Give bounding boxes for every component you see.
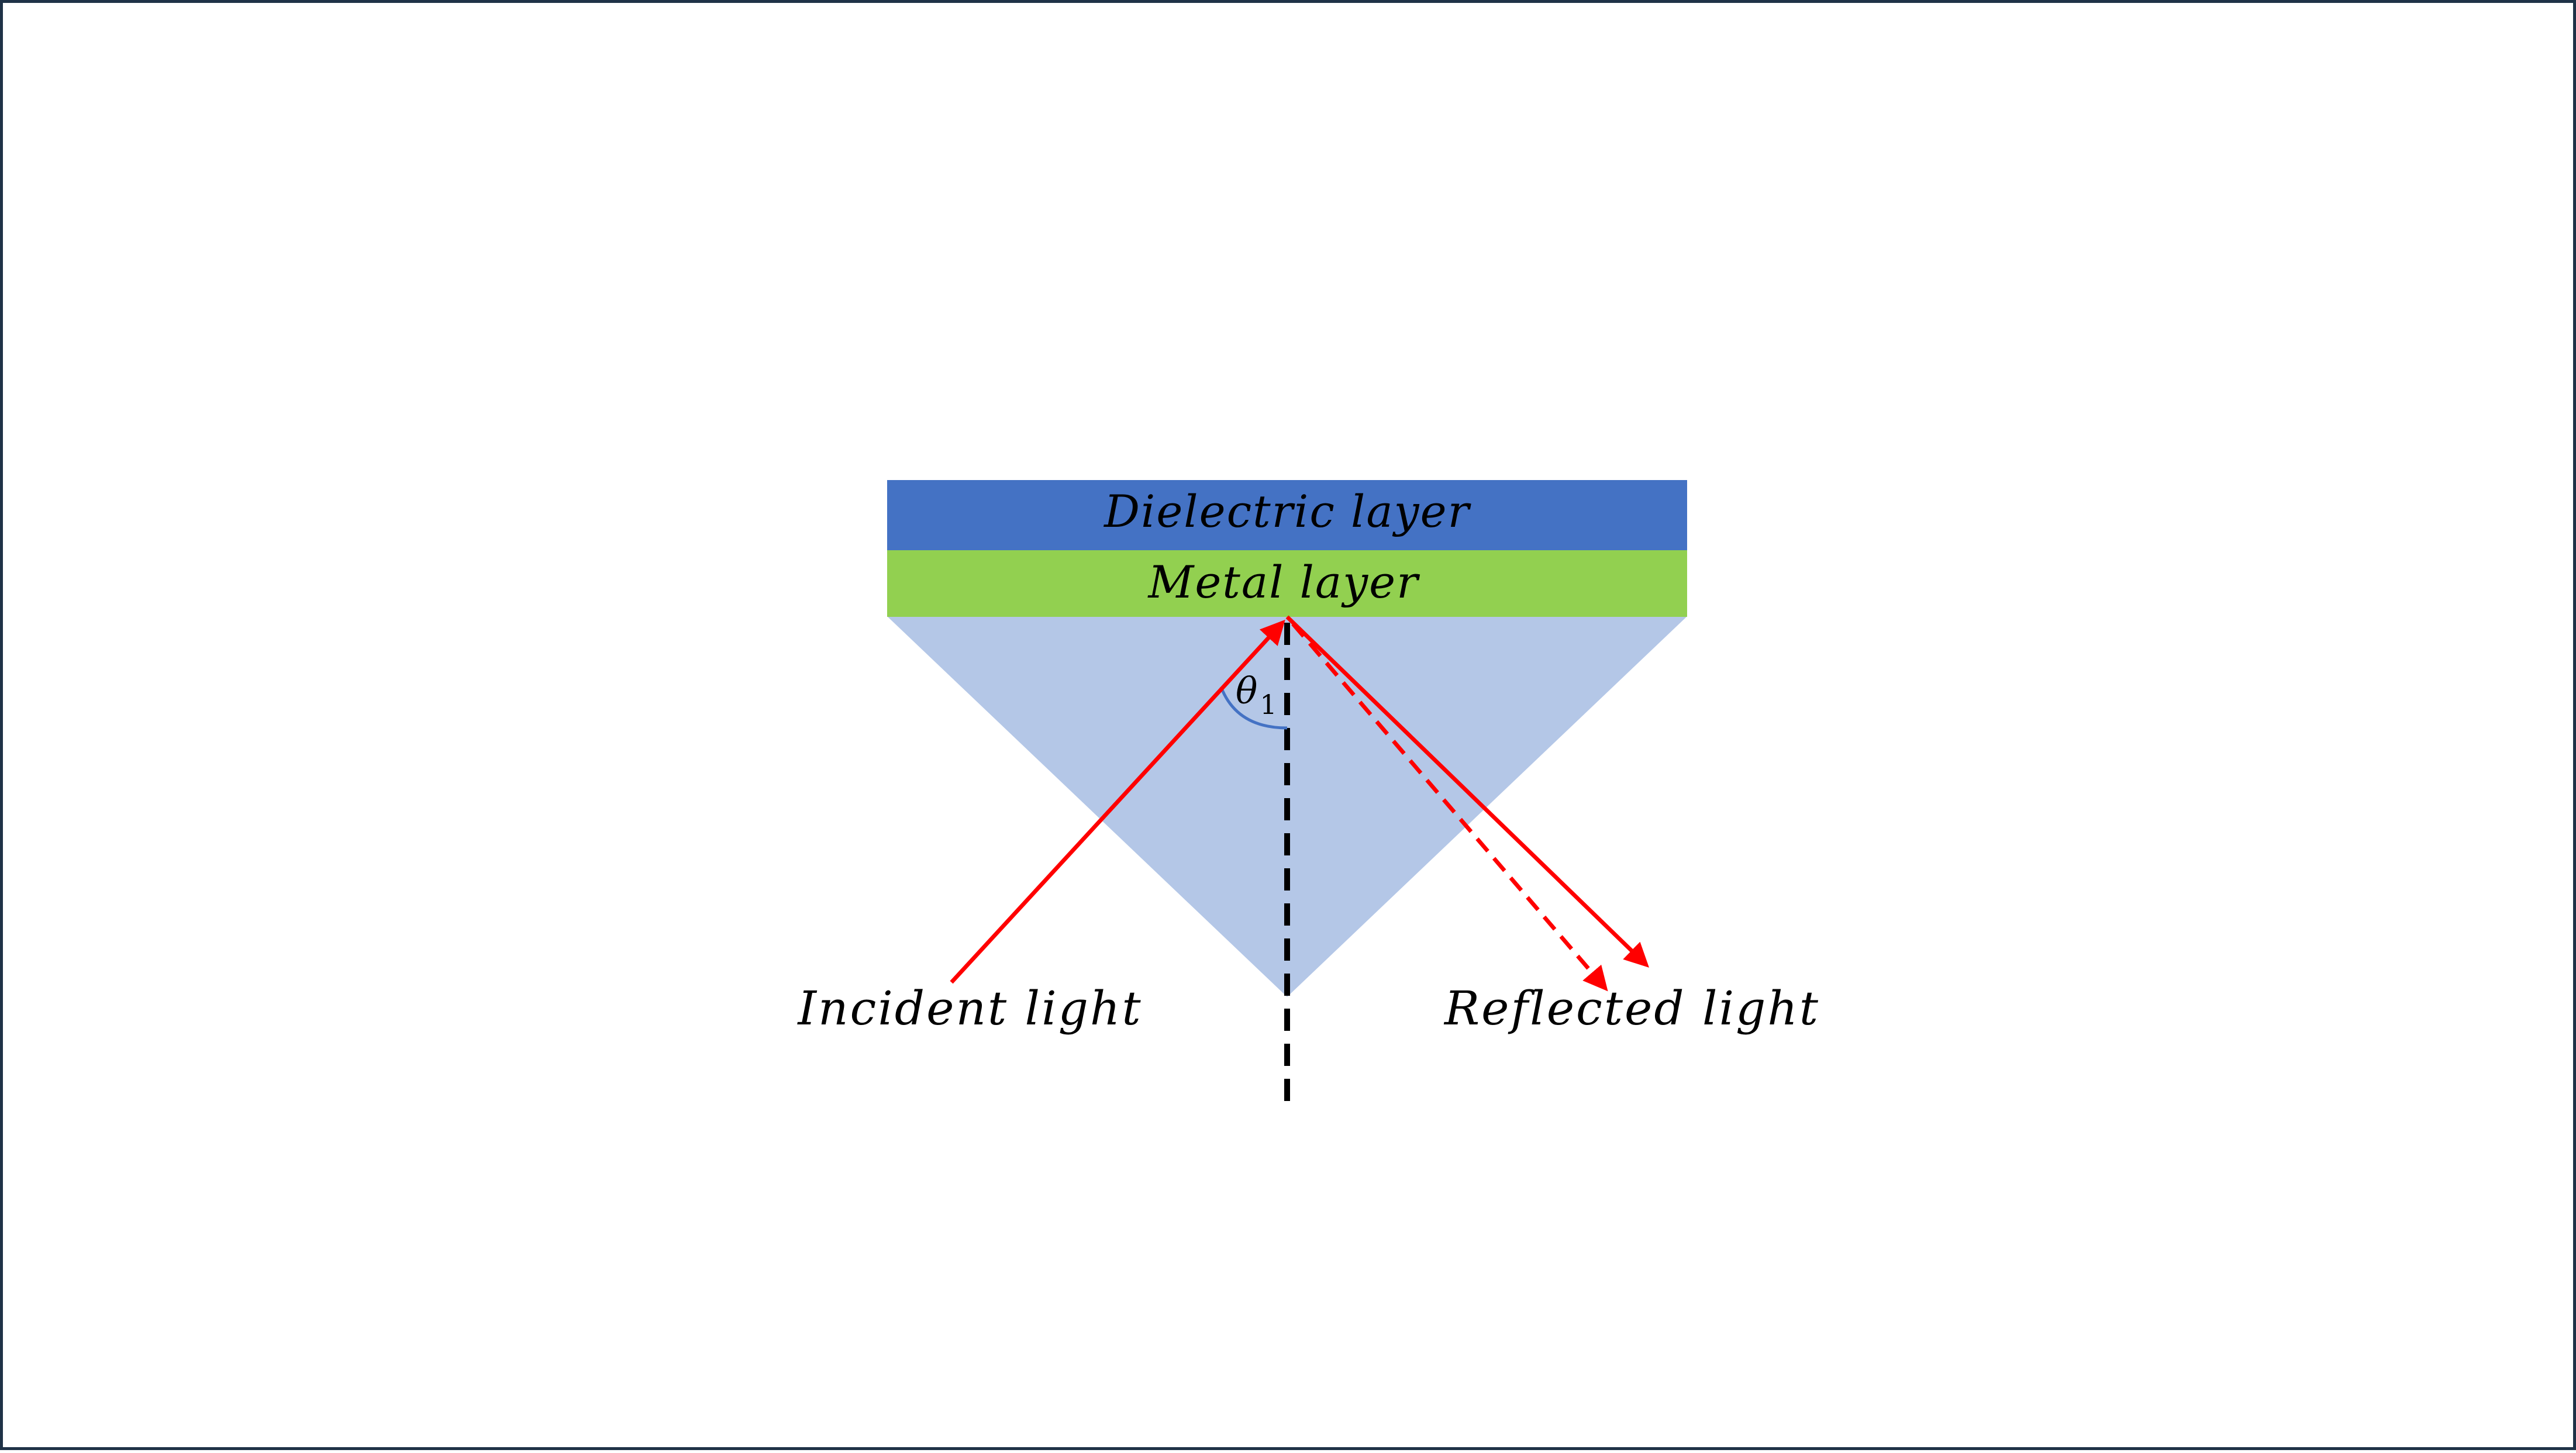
prism-reflection-diagram: Dielectric layer Metal layer θ1 Incident… xyxy=(796,480,1820,1105)
incident-light-label: Incident light xyxy=(796,981,1142,1036)
angle-theta-subscript: 1 xyxy=(1260,689,1277,720)
dielectric-layer-label: Dielectric layer xyxy=(1103,485,1471,537)
reflected-ray xyxy=(1285,615,1650,968)
reflected-ray-dashed xyxy=(1291,622,1608,992)
metal-layer xyxy=(887,550,1687,617)
reflected-light-label: Reflected light xyxy=(1443,981,1820,1036)
angle-arc xyxy=(1219,686,1288,730)
angle-theta-symbol: θ xyxy=(1236,669,1257,712)
incident-ray xyxy=(950,619,1285,984)
dielectric-layer xyxy=(887,480,1687,550)
angle-theta-label: θ1 xyxy=(1236,669,1277,720)
metal-layer-label: Metal layer xyxy=(1147,556,1421,608)
